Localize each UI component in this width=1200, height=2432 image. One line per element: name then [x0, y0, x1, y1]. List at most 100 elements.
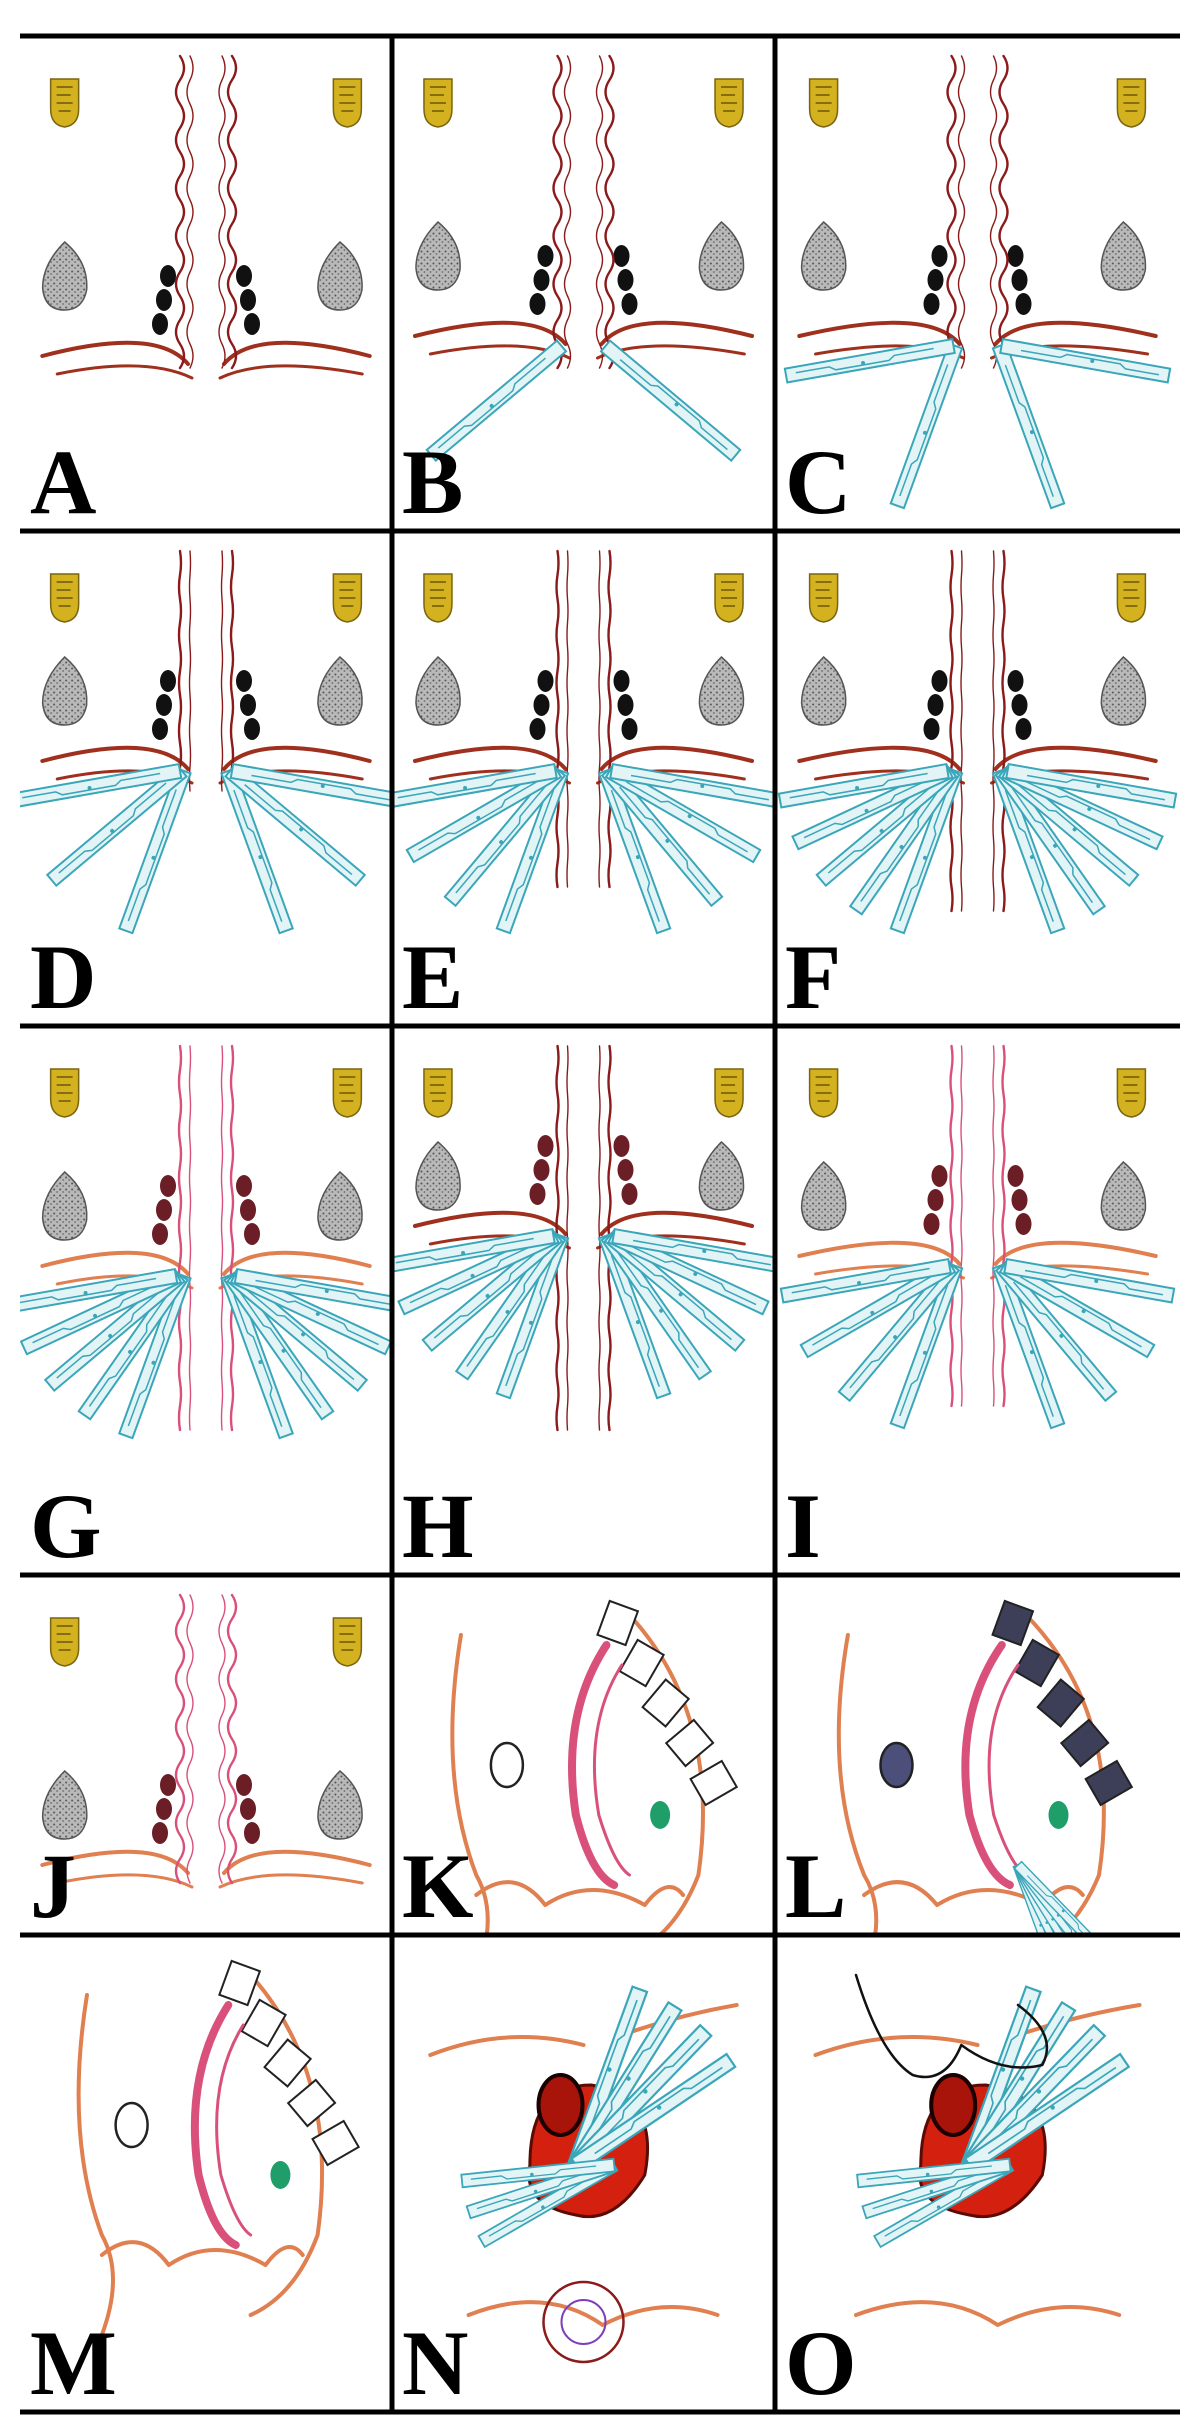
anal-sphincter-muscle	[538, 1135, 554, 1157]
pubic-symphysis	[491, 1743, 523, 1787]
coccyx-bone-icon	[51, 1618, 79, 1666]
anal-sphincter-muscle	[160, 1175, 176, 1197]
rectal-wall-left	[948, 56, 956, 368]
anal-sphincter-muscle	[534, 269, 550, 291]
anal-sphincter-muscle	[928, 694, 944, 716]
anal-sphincter-muscle	[618, 694, 634, 716]
ischial-tuberosity-left	[43, 1172, 87, 1240]
ischial-tuberosity-left	[416, 657, 460, 725]
coccyx-bone-icon	[810, 79, 838, 127]
ischial-tuberosity-right	[318, 657, 362, 725]
anal-sphincter-muscle	[924, 293, 940, 315]
lone-star-retractor-hook	[891, 344, 962, 509]
rectal-mucosa-right	[219, 1595, 225, 1883]
rectal-mucosa-left	[187, 1595, 193, 1883]
vertebra-block	[643, 1680, 689, 1727]
pelvic-floor-right-inner	[220, 366, 362, 378]
anal-sphincter-muscle	[534, 1159, 550, 1181]
rectal-mucosa-right	[222, 551, 223, 791]
anal-sphincter-muscle	[1012, 1189, 1028, 1211]
anal-sphincter-muscle	[618, 269, 634, 291]
pelvic-floor-left	[799, 323, 959, 344]
rectal-mucosa-right	[991, 56, 997, 368]
coccyx-bone-icon	[424, 574, 452, 622]
buttock-outline-top	[430, 2037, 583, 2055]
anal-sphincter-muscle	[152, 313, 168, 335]
anal-sphincter-muscle	[152, 718, 168, 740]
anal-sphincter-muscle	[932, 245, 948, 267]
pelvic-floor-right-inner	[220, 1875, 362, 1887]
pelvic-floor-left	[42, 343, 188, 364]
rectal-wall-right	[1000, 56, 1008, 368]
panel-n	[430, 1987, 736, 2362]
panel-m	[79, 1961, 359, 2335]
panel-b	[415, 56, 752, 461]
ischial-tuberosity-left	[802, 222, 846, 290]
rectal-mucosa-right	[599, 551, 600, 887]
anal-sphincter-muscle	[1012, 694, 1028, 716]
rectal-mucosa-left	[959, 56, 965, 368]
coccyx-bone-icon	[424, 79, 452, 127]
rectal-wall-right	[1003, 551, 1005, 911]
anal-sphincter-muscle	[1008, 1165, 1024, 1187]
pelvic-floor-right	[996, 323, 1156, 344]
anal-sphincter-muscle	[156, 1798, 172, 1820]
anal-sphincter-muscle	[160, 265, 176, 287]
anal-sphincter-muscle	[622, 293, 638, 315]
rectal-wall-right	[228, 56, 236, 368]
rectal-wall-left	[176, 1595, 184, 1883]
panel-letter-c: C	[785, 431, 851, 533]
anal-sphincter-muscle	[244, 1822, 260, 1844]
rectal-wall-right	[228, 1595, 236, 1883]
coccyx-bone-icon	[715, 1069, 743, 1117]
panel-letter-i: I	[785, 1475, 821, 1577]
rectal-mucosa-right	[597, 56, 603, 368]
vertebra-block	[597, 1601, 638, 1645]
coccyx-bone-icon	[1117, 79, 1145, 127]
panel-letter-b: B	[402, 431, 463, 533]
perineum-outline	[476, 1882, 683, 1905]
anal-sphincter-muscle	[618, 1159, 634, 1181]
anal-sphincter-muscle	[622, 718, 638, 740]
coccyx-bone-icon	[51, 1069, 79, 1117]
anal-sphincter-muscle	[614, 245, 630, 267]
rectal-mucosa-left	[190, 1046, 191, 1430]
anal-sphincter-muscle	[1016, 1213, 1032, 1235]
ischial-tuberosity-left	[416, 1142, 460, 1210]
anal-sphincter-muscle	[236, 1175, 252, 1197]
mesorectal-node	[650, 1801, 670, 1829]
anal-sphincter-muscle	[240, 1199, 256, 1221]
anal-sphincter-muscle	[1016, 293, 1032, 315]
coccyx-bone-icon	[715, 574, 743, 622]
ischial-tuberosity-right	[699, 222, 743, 290]
rectal-mucosa-left	[565, 56, 571, 368]
panel-letter-e: E	[402, 926, 463, 1028]
rectal-wall-right	[609, 551, 611, 887]
vertebra-block	[992, 1601, 1033, 1645]
coccyx-bone-icon	[810, 574, 838, 622]
anal-sphincter-muscle	[156, 1199, 172, 1221]
ischial-tuberosity-right	[699, 657, 743, 725]
anal-sphincter-muscle	[244, 1223, 260, 1245]
panel-k	[452, 1601, 736, 1975]
ischial-tuberosity-right	[1101, 222, 1145, 290]
vertebra-block	[1086, 1761, 1132, 1805]
ischial-tuberosity-left	[43, 242, 87, 310]
rectal-mucosa-left	[567, 551, 568, 887]
panel-h	[385, 1046, 782, 1430]
panel-letter-d: D	[30, 926, 96, 1028]
rectal-wall-right	[231, 1046, 233, 1430]
anal-sphincter-muscle	[614, 670, 630, 692]
anal-sphincter-muscle	[240, 1798, 256, 1820]
rectal-wall-left	[951, 1046, 953, 1406]
pelvic-floor-right	[224, 343, 370, 364]
anal-sphincter-muscle	[244, 313, 260, 335]
anal-sphincter-muscle	[236, 265, 252, 287]
vertebra-block	[242, 2000, 286, 2046]
anal-sphincter-muscle	[538, 670, 554, 692]
ischial-tuberosity-right	[318, 242, 362, 310]
ischial-tuberosity-right	[1101, 1162, 1145, 1230]
vertebra-block	[666, 1720, 713, 1766]
coccyx-bone-icon	[333, 1618, 361, 1666]
